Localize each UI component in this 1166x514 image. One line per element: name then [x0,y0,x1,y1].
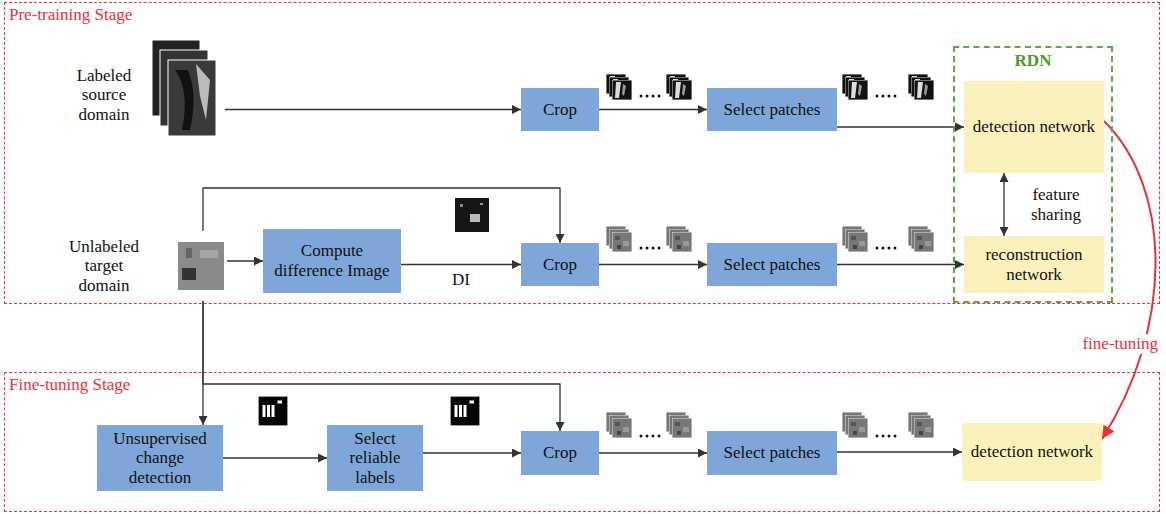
network-box: detection network [962,423,1102,481]
node-label: Select reliable labels [333,429,417,488]
flow-arrow [203,301,560,431]
process-box: Crop [521,243,599,286]
process-box: Select patches [707,88,837,131]
node-label: reconstruction network [970,245,1098,284]
flow-arrow [227,260,263,261]
node-label: Select patches [724,443,821,463]
fine-tuning-arrow [1102,121,1156,439]
region-heading: RDN [955,51,1111,71]
process-box: Crop [521,431,599,475]
node-label: Unsupervised change detection [103,429,217,488]
node-label: detection network [971,442,1093,462]
edge-label: feature sharing [1012,185,1100,224]
network-group: RDN detection network reconstruction netwo… [953,46,1113,303]
difference-image [455,198,489,232]
region-heading: Fine-tuning Stage [9,375,130,395]
node-label: Crop [543,255,577,275]
region-heading: Pre-training Stage [9,5,132,25]
node-label: Compute difference Image [269,241,395,280]
flow-arrow [1003,173,1004,236]
process-box: Select reliable labels [327,425,423,491]
node-label: Crop [543,100,577,120]
stage-region: Fine-tuning StageUnsupervised change det… [4,372,1160,512]
node-label: detection network [973,117,1095,137]
process-box: Select patches [707,243,837,286]
stage-region: Pre-training StageLabeled source domainC… [4,2,1160,304]
flow-arrow [599,109,707,110]
edge-label: fine-tuning [1080,334,1160,354]
node-label: Unlabeled target domain [65,237,143,296]
network-box: detection network [964,81,1104,173]
domain-image: Unlabeled target domain [65,231,227,301]
flow-arrow [599,264,707,265]
process-box: Unsupervised change detection [97,425,223,491]
node-label: Select patches [724,255,821,275]
process-box: Crop [521,88,599,131]
flow-arrow [837,451,962,452]
flow-arrow [599,452,707,453]
node-label: Labeled source domain [65,66,143,125]
flow-arrow [837,264,964,265]
network-box: reconstruction network [964,236,1104,293]
edge-label: DI [452,270,470,290]
process-box: Compute difference Image [263,229,401,293]
flow-arrow [423,452,521,453]
label-maps [258,396,480,426]
node-label: Crop [543,443,577,463]
source-image [152,40,216,136]
flow-arrow [401,264,521,265]
process-box: Select patches [707,431,837,475]
node-label: Select patches [724,100,821,120]
target-image [178,242,224,290]
flow-arrow [223,457,327,458]
flow-arrow [225,109,521,110]
domain-image: Labeled source domain [65,37,225,153]
flow-arrow [837,126,964,127]
